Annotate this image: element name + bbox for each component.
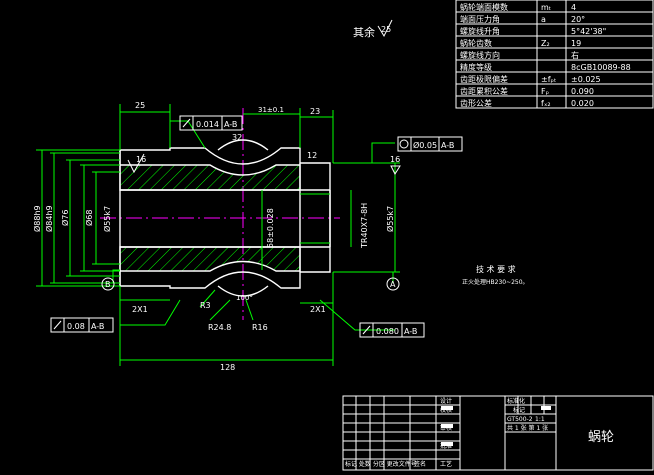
param-symbol: Z₂ <box>541 39 550 48</box>
dim-2x1-right: 2X1 <box>310 305 326 314</box>
param-value: 0.020 <box>571 99 594 108</box>
tb-part-name: 蜗轮 <box>588 429 614 445</box>
tech-req-title: 技 术 要 求 <box>476 264 516 274</box>
tb-label-standard: 标准化 <box>507 397 525 405</box>
concentricity-icon <box>399 139 409 149</box>
dim-dia88: Ø88h9 <box>32 205 42 232</box>
param-value: 0.090 <box>571 87 594 96</box>
param-symbol: Fₚ <box>541 87 549 96</box>
datum-a-label: A <box>390 280 396 289</box>
tb-fill-4 <box>541 406 551 410</box>
tol-top-datum: A-B <box>224 120 237 129</box>
dim-23: 23 <box>310 107 320 116</box>
dim-dia76: Ø76 <box>60 210 70 226</box>
tb-fill-1 <box>441 406 453 410</box>
roughness-symbol-icon <box>377 19 393 38</box>
dim-12: 12 <box>307 151 317 160</box>
datum-b: B <box>101 277 115 291</box>
tol-frame-concentric: Ø0.05 A-B <box>397 136 463 152</box>
runout-right-icon <box>362 325 371 335</box>
dim-angle: 100° <box>236 294 253 302</box>
tol-frame-top: 0.014 A-B <box>179 115 243 131</box>
tb-label-process: 工艺 <box>440 460 452 468</box>
tol-top-value: 0.014 <box>196 120 219 129</box>
param-name: 蜗轮端面模数 <box>460 2 508 12</box>
param-symbol: a <box>541 15 546 24</box>
rough-16-right: 16 <box>390 155 400 164</box>
dimension-lines <box>36 104 400 366</box>
tb-drawing-no: GT500-2 <box>507 416 533 423</box>
dim-25: 25 <box>135 101 145 110</box>
param-symbol: ±fₚₜ <box>541 75 556 84</box>
runout-icon <box>182 118 191 128</box>
datum-a: A <box>386 277 400 291</box>
param-symbol: mₜ <box>541 3 551 12</box>
tb-scale: 1:1 <box>535 416 545 423</box>
surface-note: 其余 25 <box>353 19 393 39</box>
tol-frame-left: 0.08 A-B <box>50 317 114 333</box>
tb-sheet: 共 1 张 第 1 张 <box>507 424 548 432</box>
roughness-right-icon <box>390 165 401 176</box>
param-table-rows: 蜗轮端面模数 mₜ 4 端面压力角 a 20° 螺旋线升角 5°42'38" 蜗轮齿数 Z₂ 19 螺… <box>460 2 631 108</box>
roughness-left-icon <box>127 153 145 174</box>
param-table <box>455 0 654 109</box>
runout-left-icon <box>53 320 62 330</box>
dim-center: 58±0.028 <box>266 208 275 248</box>
param-value: 4 <box>571 3 576 12</box>
surface-label: 其余 <box>353 25 375 39</box>
param-value: 右 <box>571 50 579 60</box>
tb-bottom-left: 标记 处数 分区 更改文件号 <box>345 460 417 468</box>
dim-31: 31±0.1 <box>258 106 284 114</box>
dim-32: 32 <box>232 133 242 142</box>
tol-concentric-value: Ø0.05 <box>413 140 437 150</box>
param-value: 8cGB10089-88 <box>571 63 631 72</box>
dimension-texts: 25 31±0.1 23 128 2X1 2X1 Ø88h9 Ø84h9 Ø76… <box>32 101 400 372</box>
tol-concentric-datum: A-B <box>441 141 454 150</box>
part-outline <box>119 139 331 297</box>
datum-b-label: B <box>105 280 111 289</box>
dim-dia55-right: Ø55k7 <box>385 206 395 232</box>
param-name: 螺旋线方向 <box>460 50 500 60</box>
tol-right-value: 0.080 <box>376 327 399 336</box>
tol-left-datum: A-B <box>91 322 104 331</box>
param-value: 19 <box>571 39 581 48</box>
dim-r3: R3 <box>200 301 211 310</box>
tb-fill-3 <box>441 442 453 446</box>
param-name: 齿形公差 <box>460 98 492 108</box>
param-value: 5°42'38" <box>571 27 606 36</box>
title-block <box>342 395 654 471</box>
tol-frame-right: 0.080 A-B <box>359 322 425 338</box>
param-name: 齿距极限偏差 <box>460 74 508 84</box>
param-name: 精度等级 <box>460 62 492 72</box>
dim-128: 128 <box>220 363 235 372</box>
param-symbol: fₓ₂ <box>541 99 551 108</box>
dim-r248: R24.8 <box>208 323 231 332</box>
dim-2x1-left: 2X1 <box>132 305 148 314</box>
param-value: 20° <box>571 15 585 24</box>
dim-dia84: Ø84h9 <box>44 205 54 232</box>
tech-req-line1: 正火处理HB230~250。 <box>462 278 529 286</box>
param-name: 端面压力角 <box>460 14 500 24</box>
param-name: 齿距累积公差 <box>460 86 508 96</box>
dim-dia68: Ø68 <box>84 210 94 226</box>
tol-right-datum: A-B <box>404 327 417 336</box>
tol-left-value: 0.08 <box>67 322 85 331</box>
param-name: 蜗轮齿数 <box>460 38 492 48</box>
param-name: 螺旋线升角 <box>460 26 500 36</box>
dim-thread: TR40X7-8H <box>360 203 369 249</box>
tb-sign: 签名 <box>414 460 426 468</box>
tb-fill-2 <box>441 424 453 428</box>
dim-dia55: Ø55k7 <box>102 206 112 232</box>
dim-r16: R16 <box>252 323 268 332</box>
tb-label-design: 设计 <box>440 397 452 405</box>
surface-value: 25 <box>381 25 391 34</box>
tb-label-mark: 标记 <box>513 406 525 414</box>
param-value: ±0.025 <box>571 75 601 84</box>
